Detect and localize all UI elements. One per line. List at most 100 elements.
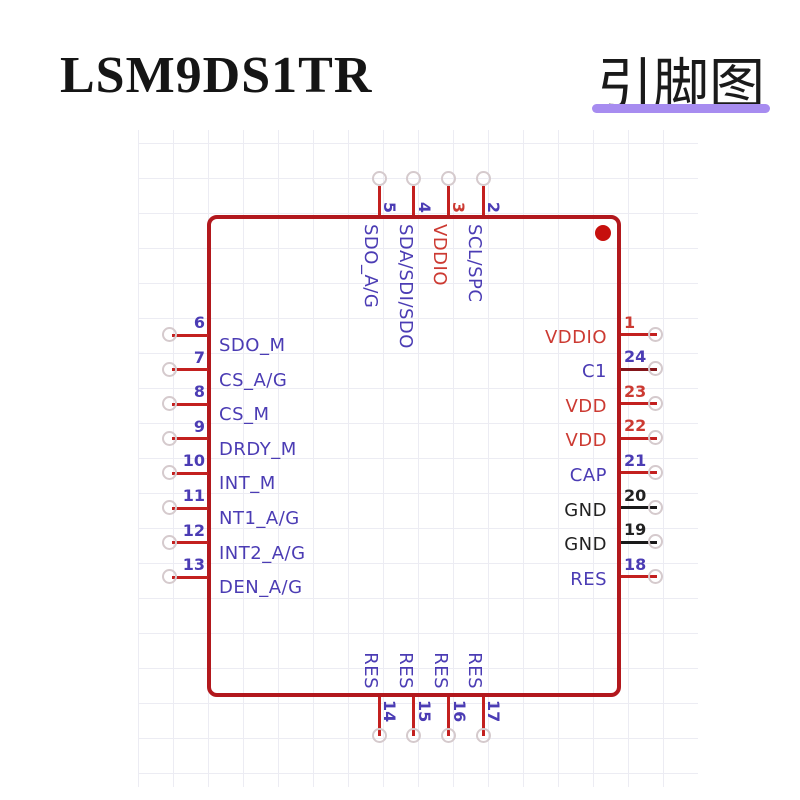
pin-label: VDD xyxy=(565,395,607,417)
pin-pad-circle xyxy=(648,361,663,377)
chip-body-outline xyxy=(207,215,621,697)
pin-pad-circle xyxy=(162,327,177,342)
pin-label: INT2_A/G xyxy=(219,542,306,564)
pin-number: 19 xyxy=(624,520,647,540)
pin-line xyxy=(172,402,208,406)
pin-line xyxy=(621,471,657,475)
pin-number: 14 xyxy=(380,700,400,723)
pin-label: DEN_A/G xyxy=(219,577,303,599)
pin-label: C1 xyxy=(581,361,607,383)
pin-line xyxy=(481,186,485,215)
pin-pad-circle xyxy=(162,396,177,412)
pin-line xyxy=(412,697,416,736)
pin-line xyxy=(172,471,208,475)
pin-line xyxy=(621,402,657,406)
pin-line xyxy=(172,575,208,579)
pin-pad-circle xyxy=(162,361,177,377)
pin-line xyxy=(172,506,208,510)
pin-pad-circle xyxy=(648,534,663,550)
pin-line xyxy=(412,186,416,215)
pin-line xyxy=(172,333,208,337)
pin-label: RES xyxy=(429,652,451,689)
pin-pad-circle xyxy=(475,728,491,743)
pin-label: VDD xyxy=(565,430,607,452)
pin-number: 8 xyxy=(193,382,205,402)
pin-line xyxy=(621,540,657,544)
pin-number: 3 xyxy=(449,201,469,213)
pin-pad-circle xyxy=(648,464,663,480)
pin-line xyxy=(621,333,657,336)
pin-number: 10 xyxy=(182,451,205,471)
pin-pad-circle xyxy=(648,499,663,515)
pin-pad-circle xyxy=(475,171,491,186)
pin-number: 12 xyxy=(182,520,205,540)
pin-line xyxy=(172,541,208,545)
pin-pad-circle xyxy=(371,728,387,743)
pin-label: NT1_A/G xyxy=(219,508,300,529)
pin-label: RES xyxy=(360,652,382,689)
pin-number: 1 xyxy=(624,312,636,332)
pin-number: 13 xyxy=(182,555,205,575)
pin-line xyxy=(172,368,208,372)
pin-label: CS_A/G xyxy=(219,369,288,391)
pin-label: SCL/SPC xyxy=(464,224,486,303)
pin-pad-circle xyxy=(648,568,663,584)
pin-number: 23 xyxy=(624,381,647,401)
pin-pad-circle xyxy=(162,534,177,550)
pin-line xyxy=(446,186,450,215)
pin-label: SDO_M xyxy=(219,335,286,356)
pin-line xyxy=(481,697,485,736)
pin-number: 17 xyxy=(484,700,504,723)
pin-label: RES xyxy=(394,652,416,689)
pin-label: CS_M xyxy=(219,404,270,426)
pin-label: SDO_A/G xyxy=(360,224,381,309)
pin-line xyxy=(377,697,381,736)
pin-pad-circle xyxy=(648,326,663,342)
pin-label: CAP xyxy=(569,464,607,486)
pin-number: 5 xyxy=(380,201,399,213)
pin-label: VDDIO xyxy=(429,224,451,287)
pin-number: 2 xyxy=(484,201,504,213)
pin-number: 22 xyxy=(624,416,647,436)
pin-label: SDA/SDI/SDO xyxy=(394,224,416,349)
pin-line xyxy=(621,506,657,509)
pin-number: 15 xyxy=(414,700,434,723)
pin-number: 20 xyxy=(624,485,647,505)
pin-label: RES xyxy=(464,652,486,689)
pin-label: GND xyxy=(564,534,607,556)
pin1-indicator-dot xyxy=(595,225,611,241)
pin-pad-circle xyxy=(162,569,177,585)
pin-pad-circle xyxy=(648,430,663,446)
pin-line xyxy=(621,367,657,371)
pin-pad-circle xyxy=(406,171,422,186)
pin-line xyxy=(447,697,451,736)
pin-label: DRDY_M xyxy=(219,438,297,460)
pin-number: 18 xyxy=(624,554,647,574)
pin-line xyxy=(621,436,657,440)
pin-number: 24 xyxy=(624,347,647,367)
pin-number: 21 xyxy=(624,450,647,470)
pin-label: INT_M xyxy=(219,473,276,495)
pin-pad-circle xyxy=(406,728,422,743)
pin-label: VDDIO xyxy=(544,326,607,348)
pin-pad-circle xyxy=(648,395,663,411)
pin-pad-circle xyxy=(440,171,456,186)
pin-number: 6 xyxy=(193,313,205,332)
pin-label: GND xyxy=(564,499,607,521)
pin-pad-circle xyxy=(162,500,177,515)
title-underline xyxy=(592,104,770,113)
pin-pad-circle xyxy=(441,728,457,743)
pin-pad-circle xyxy=(162,465,177,481)
pin-line xyxy=(377,186,381,215)
part-number-title: LSM9DS1TR xyxy=(60,47,373,104)
pin-number: 11 xyxy=(182,486,205,505)
pin-label: RES xyxy=(570,568,607,590)
pin-number: 16 xyxy=(449,700,469,723)
pin-number: 4 xyxy=(414,201,434,213)
pin-number: 9 xyxy=(193,416,205,436)
pin-number: 7 xyxy=(193,347,205,367)
pin-pad-circle xyxy=(371,171,387,186)
pin-pad-circle xyxy=(162,430,177,446)
pin-line xyxy=(172,437,208,441)
